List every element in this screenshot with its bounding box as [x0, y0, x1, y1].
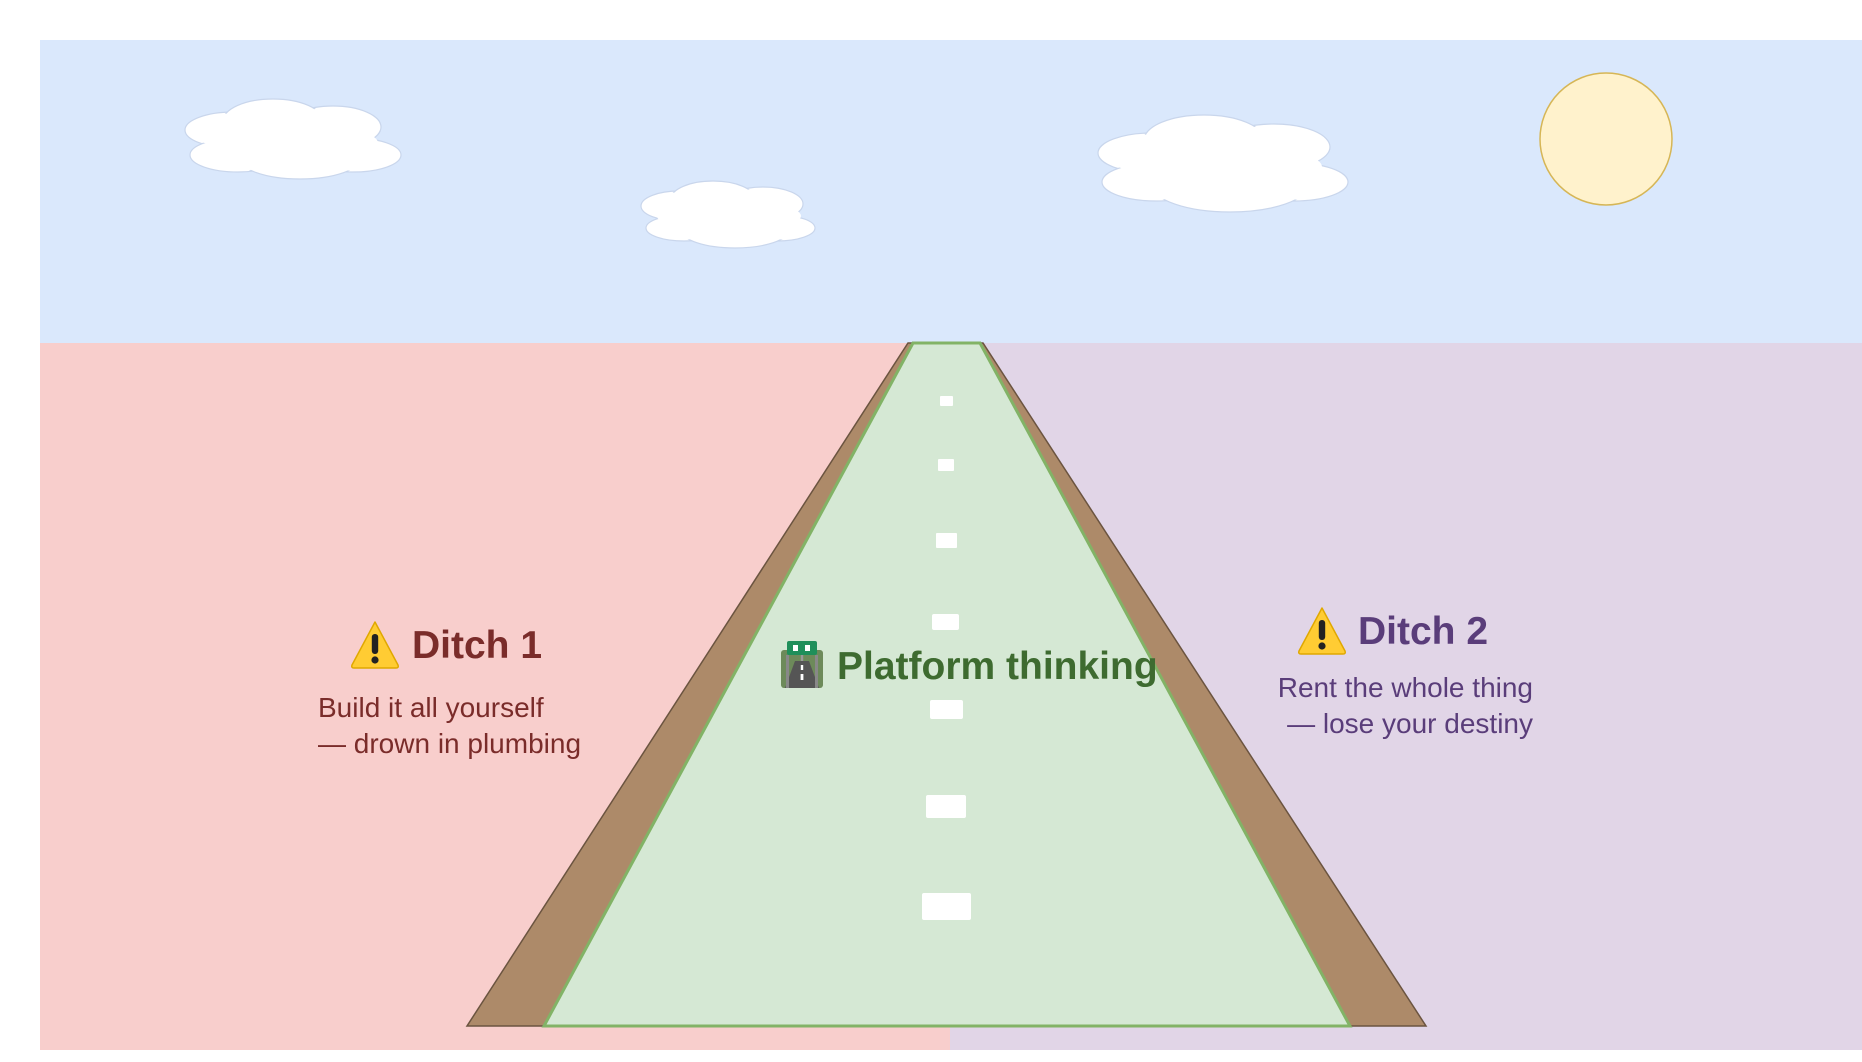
platform-thinking-label: Platform thinking [781, 641, 1158, 688]
ditch-2-line-1: Rent the whole thing [1278, 672, 1533, 703]
road-surface [541, 341, 1353, 1028]
motorway-icon [781, 641, 823, 688]
cloud-fill [209, 124, 377, 162]
ditch-1-label: Ditch 1 Build it all yourself — drown in… [318, 621, 581, 759]
lane-dash [940, 396, 953, 406]
platform-thinking-title: Platform thinking [837, 645, 1158, 688]
ditch-1-title: Ditch 1 [412, 624, 542, 667]
lane-dash [936, 533, 957, 548]
warning-icon [1298, 607, 1346, 655]
cloud-icon [1097, 114, 1349, 213]
ditch-1-line-2: — drown in plumbing [318, 728, 581, 759]
lane-dash [932, 614, 959, 630]
cloud-icon [184, 98, 402, 180]
lane-dash [930, 700, 963, 719]
warning-icon [351, 621, 399, 669]
lane-dash [938, 459, 954, 471]
ditch-2-label: Ditch 2 Rent the whole thing — lose your… [1278, 607, 1533, 739]
lane-dash [926, 795, 966, 818]
ditch-1-line-1: Build it all yourself [318, 692, 544, 723]
ditch-2-title: Ditch 2 [1358, 610, 1488, 653]
ditch-2-line-2: — lose your destiny [1287, 708, 1533, 739]
lane-dash [922, 893, 971, 920]
lane-markings [922, 396, 971, 920]
sun-icon [1539, 72, 1673, 206]
cloud-fill [658, 201, 800, 231]
cloud-icon [640, 180, 816, 249]
sky [40, 40, 1862, 343]
cloud-fill [1123, 145, 1321, 189]
